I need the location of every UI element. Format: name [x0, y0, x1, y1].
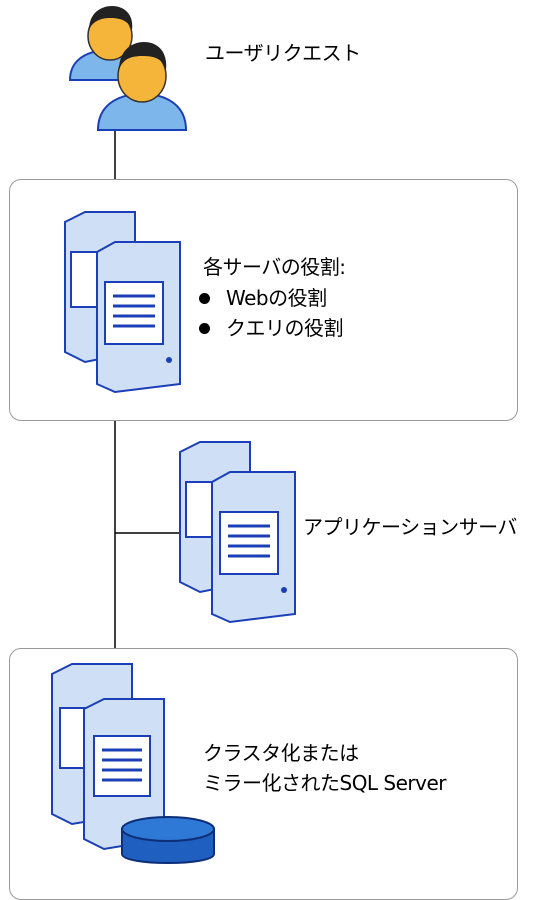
server-stack-icon: [64, 211, 181, 394]
role-query: クエリの役割: [196, 313, 344, 343]
user-request-label: ユーザリクエスト: [205, 41, 361, 65]
database-label-line2: ミラー化されたSQL Server: [203, 771, 447, 795]
server-roles-heading: 各サーバの役割:: [203, 255, 346, 279]
app-server-stack-icon: [179, 441, 296, 624]
server-front: [96, 241, 181, 394]
database-server-icon: [51, 663, 215, 864]
role-web: Webの役割: [196, 283, 343, 313]
users-icon: [68, 6, 188, 131]
database-label-line1: クラスタ化または: [203, 741, 359, 765]
database-cylinder-icon: [121, 816, 215, 864]
server-front: [211, 471, 296, 624]
app-server-label: アプリケーションサーバ: [303, 515, 517, 539]
server-roles-list: Webの役割 クエリの役割: [196, 283, 344, 343]
user-figure-front: [96, 42, 188, 131]
